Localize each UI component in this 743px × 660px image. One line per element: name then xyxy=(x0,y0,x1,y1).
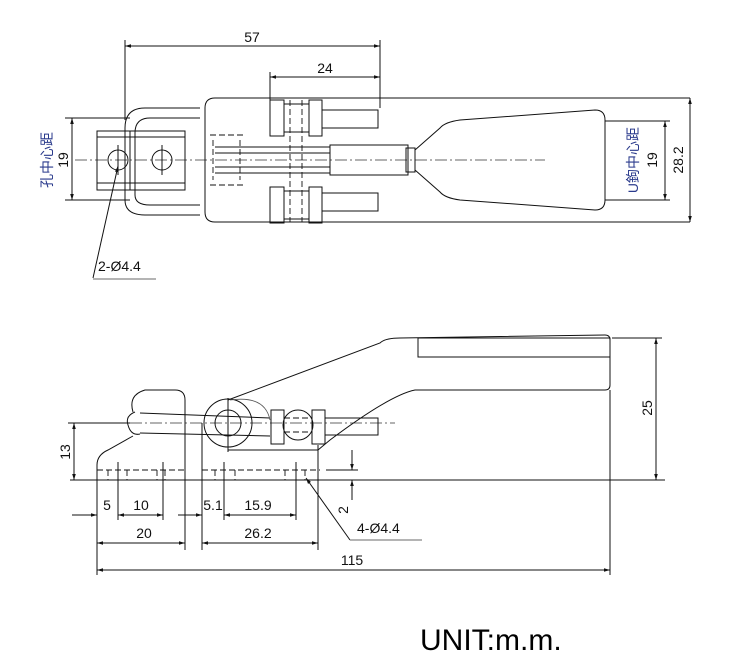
side-hole-callout: 4-Ø4.4 xyxy=(357,520,400,536)
hook-spacing-value: 19 xyxy=(644,152,660,168)
hook-spacing-label: U鉤中心距 xyxy=(625,127,641,193)
dim-20: 20 xyxy=(136,525,152,541)
dim-total: 115 xyxy=(341,552,364,568)
dim-bolt-span: 24 xyxy=(317,60,333,76)
dim-overall-length: 57 xyxy=(244,29,260,45)
top-hole-callout: 2-Ø4.4 xyxy=(98,258,141,274)
dim-height-25: 25 xyxy=(639,400,655,416)
top-view: 57 24 19 孔中心距 2-Ø4.4 U鉤中心距 19 28.2 xyxy=(39,29,692,280)
dim-height-13: 13 xyxy=(57,444,73,460)
dim-5: 5 xyxy=(103,497,111,513)
dim-width: 28.2 xyxy=(670,146,686,173)
dim-thickness: 2 xyxy=(335,506,351,514)
dim-5-1: 5.1 xyxy=(203,497,223,513)
dim-26-2: 26.2 xyxy=(244,525,271,541)
unit-label: UNIT:m.m. xyxy=(420,624,562,657)
hole-spacing-label: 孔中心距 xyxy=(39,132,55,188)
side-view: 13 25 2 5 10 5.1 15.9 20 26.2 115 4-Ø4.4 xyxy=(57,334,665,575)
dim-15-9: 15.9 xyxy=(244,497,271,513)
hole-spacing-value: 19 xyxy=(55,152,71,168)
dim-10: 10 xyxy=(133,497,149,513)
